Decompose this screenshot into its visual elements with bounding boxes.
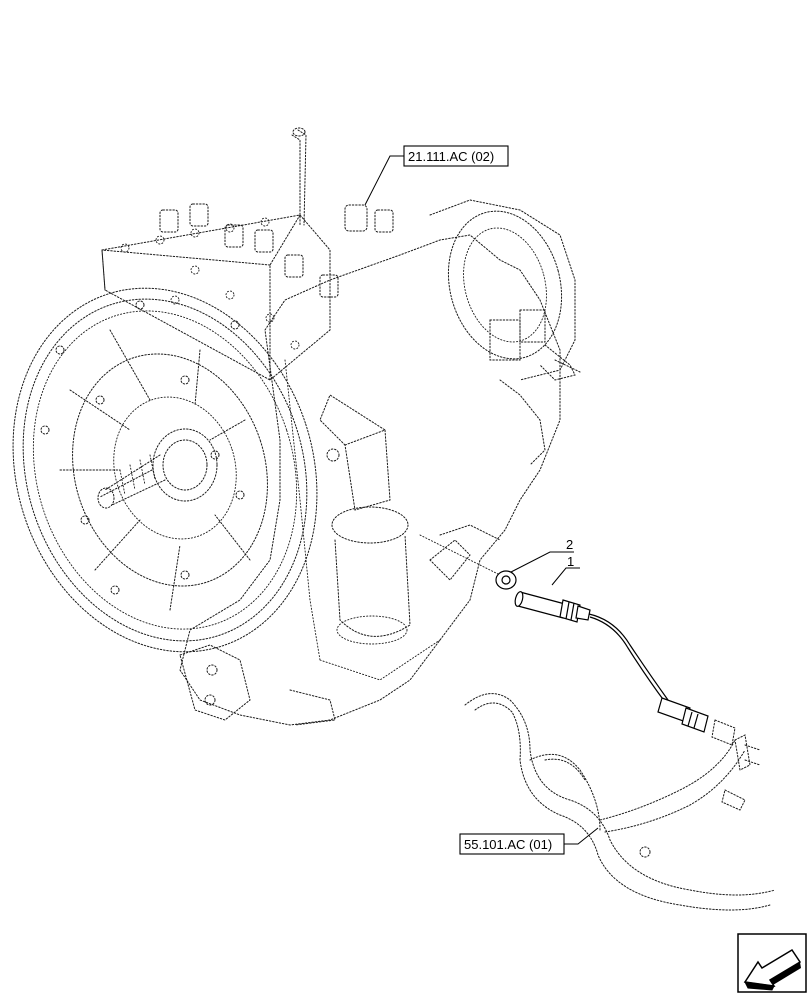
wiring-harness-icon [464, 693, 776, 911]
reference-label-bottom[interactable]: 55.101.AC (01) [459, 827, 599, 855]
reference-text-bottom: 55.101.AC (01) [464, 837, 552, 852]
next-page-arrow-icon[interactable] [737, 933, 807, 993]
callout-1: 1 [551, 554, 580, 586]
transmission-assembly-icon [12, 127, 581, 726]
assembly-axis-line [419, 534, 501, 576]
reference-text-top: 21.111.AC (02) [408, 149, 494, 164]
callout-2: 2 [510, 537, 574, 573]
sensor-with-cable-icon [514, 591, 709, 733]
callout-number-1: 1 [567, 554, 574, 569]
callout-number-2: 2 [566, 537, 573, 552]
washer-icon [495, 570, 517, 590]
reference-label-top[interactable]: 21.111.AC (02) [364, 145, 509, 206]
